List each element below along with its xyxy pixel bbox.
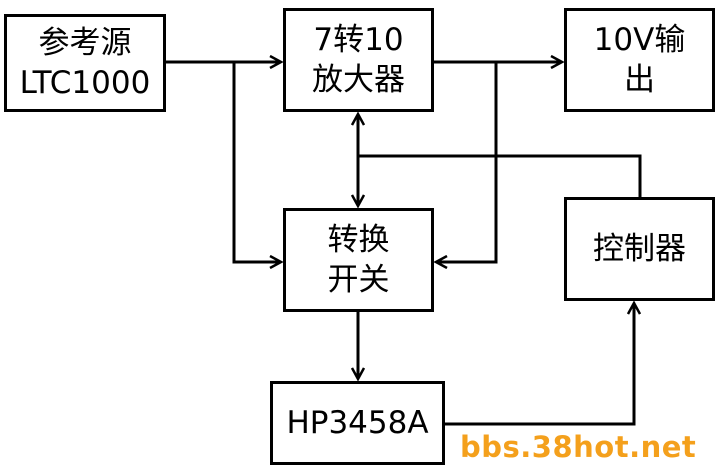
reference-line1: 参考源 (38, 25, 132, 61)
output-line1: 10V输 (593, 22, 686, 58)
switch-line2: 开关 (327, 262, 390, 298)
controller-label: 控制器 (593, 231, 686, 267)
amplifier-line2: 放大器 (312, 62, 405, 98)
wire-meter-to-ctrl (445, 303, 634, 426)
amplifier-line1: 7转10 (313, 22, 404, 58)
wire-ref-to-switch (232, 62, 281, 262)
output-line2: 出 (624, 62, 655, 98)
output-block: 10V输 出 (564, 8, 715, 112)
switch-block: 转换 开关 (283, 208, 434, 312)
wire-ctrl-bus (358, 154, 642, 197)
controller-block: 控制器 (564, 197, 715, 301)
meter-label: HP3458A (286, 405, 429, 441)
reference-source-block: 参考源 LTC1000 (4, 14, 166, 112)
watermark: bbs.38hot.net (460, 430, 697, 464)
reference-line2: LTC1000 (19, 65, 151, 101)
meter-block: HP3458A (270, 381, 445, 465)
switch-line1: 转换 (327, 222, 390, 258)
wire-amp-to-switch (436, 62, 498, 262)
amplifier-block: 7转10 放大器 (283, 8, 434, 112)
